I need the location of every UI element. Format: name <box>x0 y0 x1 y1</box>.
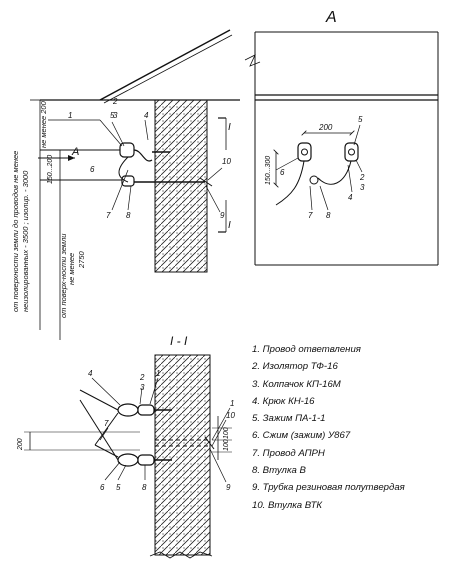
view-a-title: А <box>325 9 337 26</box>
dim-100-a: 100 <box>223 427 230 439</box>
callout-s-10: 10 <box>226 411 235 420</box>
callout-s-7: 7 <box>104 419 109 428</box>
legend-item: 7. Провод АПРН <box>252 447 325 459</box>
section-mark-top: I <box>228 122 231 133</box>
ground-note-left-1: от поверхности земли до проводов не мене… <box>11 151 20 312</box>
callout-5: 5 <box>110 111 115 120</box>
callout-9: 9 <box>220 211 225 220</box>
section-title: I - I <box>170 334 188 348</box>
callout-s-5: 5 <box>116 483 121 492</box>
ground-note-mid-2: не менее <box>67 253 76 285</box>
ground-note-mid-1: от поверх-ности земли <box>59 233 68 318</box>
callout-s-9: 9 <box>226 483 231 492</box>
callout-a-4: 4 <box>348 193 353 202</box>
callout-s-3: 3 <box>140 383 145 392</box>
callout-a-7: 7 <box>308 211 313 220</box>
legend-item: 5. Зажим ПА-1-1 <box>252 413 326 425</box>
wall-section <box>154 99 208 273</box>
view-a <box>244 31 439 266</box>
section-mark-bottom: I <box>228 220 231 231</box>
callout-3: 3 <box>113 111 118 120</box>
callout-s-1b: 1 <box>230 399 234 408</box>
dim-150-300: 150...300 <box>265 156 272 185</box>
callout-s-6: 6 <box>100 483 105 492</box>
legend-item: 10. Втулка ВТК <box>252 499 323 511</box>
callout-a-8: 8 <box>326 211 331 220</box>
ground-note-mid-3: 2750 <box>77 250 86 269</box>
parts-legend: 1. Провод ответвления 2. Изолятор ТФ-16 … <box>252 341 448 514</box>
callout-a-2: 2 <box>359 173 365 182</box>
callout-6: 6 <box>90 165 95 174</box>
dim-100-b: 100 <box>223 439 230 451</box>
callout-s-1: 1 <box>156 369 160 378</box>
ground-note-top: не менее 200 <box>39 100 48 148</box>
dim-200-section: 200 <box>17 438 24 451</box>
callout-10: 10 <box>222 157 231 166</box>
legend-item: 2. Изолятор ТФ-16 <box>252 361 338 373</box>
legend-item: 1. Провод ответвления <box>252 344 361 355</box>
legend-item: 8. Втулка В <box>252 465 306 477</box>
callout-a-6: 6 <box>280 168 285 177</box>
ground-note-left-2: неизолированных - 3500 ; изолир. - 3000 <box>21 170 30 312</box>
callout-a-3: 3 <box>360 183 365 192</box>
legend-item: 6. Сжим (зажим) У867 <box>252 430 351 442</box>
dim-200-view-a: 200 <box>318 123 333 132</box>
legend-item: 4. Крюк КН-16 <box>252 395 315 407</box>
arrow-a-label: А <box>71 146 79 158</box>
callout-8: 8 <box>126 211 131 220</box>
callout-7: 7 <box>106 211 111 220</box>
wall-section-2 <box>154 354 211 556</box>
callout-1: 1 <box>68 111 72 120</box>
callout-4: 4 <box>144 111 149 120</box>
dim-150-200: 150...200 <box>47 155 54 184</box>
elevation-view <box>30 29 240 340</box>
callout-2: 2 <box>112 97 118 106</box>
callout-s-2: 2 <box>139 373 145 382</box>
callout-a-5: 5 <box>358 115 363 124</box>
legend-item: 9. Трубка резиновая полутвердая <box>252 482 405 494</box>
legend-item: 3. Колпачок КП-16М <box>252 378 341 390</box>
callout-s-8: 8 <box>142 483 147 492</box>
callout-s-4: 4 <box>88 369 93 378</box>
section-i-i <box>24 354 232 559</box>
